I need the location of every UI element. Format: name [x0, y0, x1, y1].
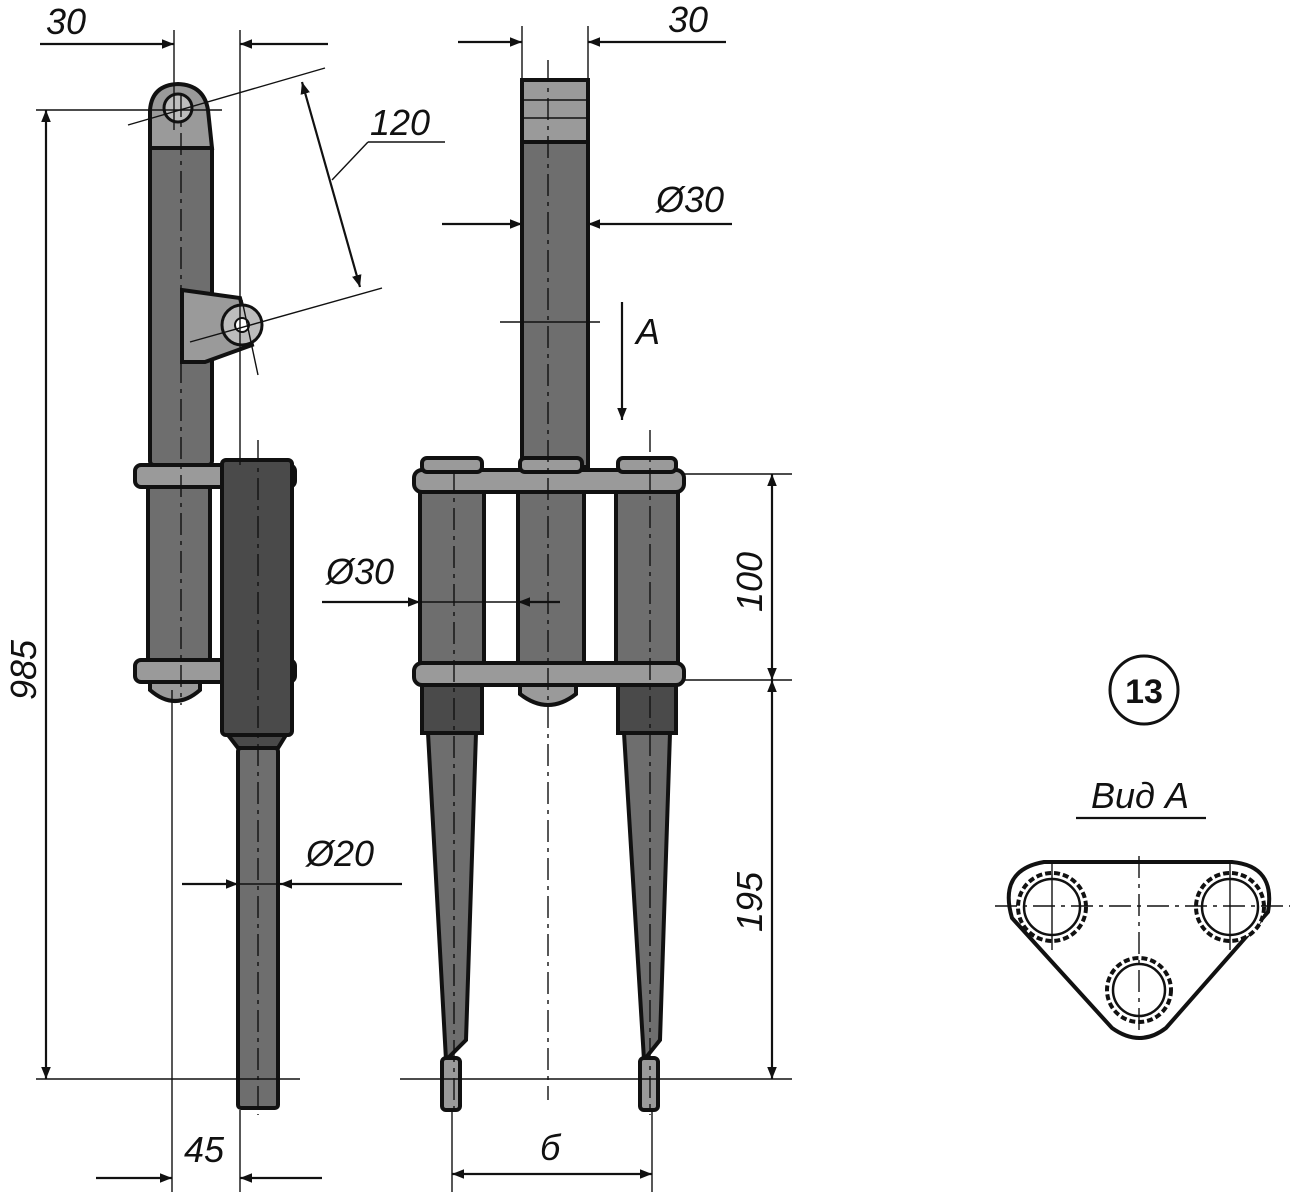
- side-main-tube: [146, 485, 212, 662]
- view-label: Вид А: [1091, 775, 1189, 816]
- dim-stem-d30: Ø30: [655, 179, 724, 220]
- figure-number: 13: [1125, 673, 1163, 711]
- side-fork-upper: [220, 458, 294, 737]
- dim-link-120: 120: [370, 102, 430, 143]
- front-dimensions: 30 Ø30 Ø30 A 100 195 б: [322, 0, 792, 1192]
- dim-span-195: 195: [729, 871, 770, 932]
- side-view: [127, 67, 383, 1115]
- side-top-pivot: [162, 92, 194, 124]
- dim-side-top-30: 30: [46, 1, 86, 42]
- dim-front-top-30: 30: [668, 0, 708, 40]
- front-stem-top: [520, 78, 590, 144]
- side-link-line-top: [127, 67, 326, 126]
- dim-front-bottom-b: б: [540, 1127, 562, 1168]
- dim-span-100: 100: [729, 552, 770, 612]
- figure-number-circle: [1108, 654, 1180, 726]
- front-stem: [520, 140, 590, 469]
- view-a: 13 Вид А: [995, 654, 1290, 1040]
- side-link-line-bottom: [189, 287, 383, 343]
- side-main-tube-cap: [148, 680, 202, 703]
- dim-lower-d20: Ø20: [305, 833, 374, 874]
- dim-overall-985: 985: [3, 639, 44, 700]
- view-arrow-a: A: [634, 311, 660, 352]
- front-center-leg: [516, 490, 586, 665]
- front-left-lower: [425, 731, 479, 1065]
- front-right-leg: [614, 490, 680, 665]
- side-pivot-cross: [241, 299, 259, 376]
- side-dimensions: 30 120 985 Ø20 45: [3, 1, 445, 1192]
- front-left-leg: [418, 490, 486, 665]
- front-right-lower: [621, 731, 673, 1066]
- dim-leg-d30: Ø30: [325, 551, 394, 592]
- front-view: [412, 60, 686, 1115]
- dim-side-bottom-45: 45: [184, 1129, 225, 1170]
